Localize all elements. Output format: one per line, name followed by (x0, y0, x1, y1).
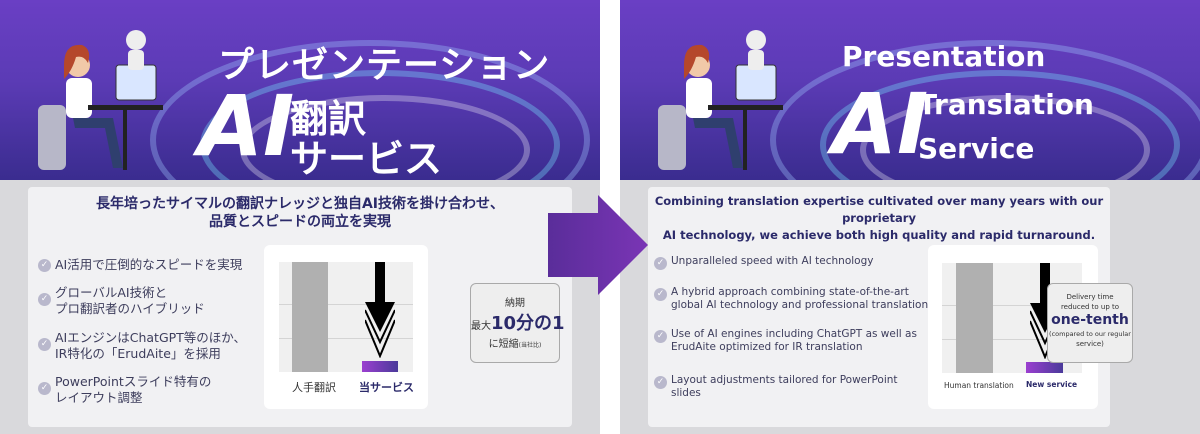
category-label: 当サービス (359, 381, 414, 394)
bullet-item: ✓ AIエンジンはChatGPT等のほか、IR特化の「ErudAite」を採用 (38, 330, 246, 362)
bullet-item: ✓ グローバルAI技術とプロ翻訳者のハイブリッド (38, 285, 205, 317)
bullet-text: レイアウト調整 (55, 390, 143, 405)
check-circle-icon: ✓ (654, 330, 667, 343)
heading: Combining translation expertise cultivat… (648, 193, 1110, 244)
bullet-item: ✓ Unparalleled speed with AI technology (654, 255, 873, 270)
bar-new-service (1026, 362, 1063, 373)
title-presentation: Presentation (842, 40, 1046, 73)
content-panel: Combining translation expertise cultivat… (648, 187, 1133, 427)
bullet-item: ✓ AI活用で圧倒的なスピードを実現 (38, 257, 242, 273)
title-translation: Translation (918, 88, 1094, 121)
illustration-person-robot (38, 30, 163, 170)
bullet-text: PowerPointスライド特有の (55, 374, 212, 389)
slide-english: AI Presentation Translation Service Comb… (620, 0, 1200, 434)
content-panel: 長年培ったサイマルの翻訳ナレッジと独自AI技術を掛け合わせ、 品質とスピードの両… (28, 187, 572, 427)
bullet-text: A hybrid approach combining state-of-the… (671, 286, 909, 298)
check-circle-icon: ✓ (38, 338, 51, 351)
bullet-text: AI活用で圧倒的なスピードを実現 (55, 257, 243, 272)
bullet-text: slides (671, 387, 701, 399)
category-label: 人手翻訳 (292, 381, 336, 394)
check-circle-icon: ✓ (38, 259, 51, 272)
down-arrow-icon (365, 262, 395, 358)
title-translation: 翻訳 (290, 97, 367, 141)
bar-human-translation (292, 262, 328, 372)
bullet-item: ✓ PowerPointスライド特有のレイアウト調整 (38, 374, 211, 406)
check-circle-icon: ✓ (654, 288, 667, 301)
callout-delivery: Delivery time reduced to up to one-tenth… (1047, 283, 1133, 363)
bullet-item: ✓ Use of AI engines including ChatGPT as … (654, 328, 917, 354)
heading: 長年培ったサイマルの翻訳ナレッジと独自AI技術を掛け合わせ、 品質とスピードの両… (28, 195, 572, 231)
illustration-person-robot (658, 30, 783, 170)
slide-header: プレゼンテーション AI 翻訳 サービス (0, 0, 600, 180)
bullet-text: global AI technology and professional tr… (671, 299, 929, 311)
title-presentation: プレゼンテーション (218, 45, 551, 86)
comparison-chart: Human translation New service (928, 245, 1098, 409)
check-circle-icon: ✓ (38, 382, 51, 395)
title-ai: AI (832, 75, 929, 173)
heading-line: Combining translation expertise cultivat… (654, 194, 1104, 225)
title-service: サービス (290, 137, 443, 180)
category-label: New service (1026, 380, 1078, 389)
title-ai: AI (198, 77, 295, 175)
bullet-text: Unparalleled speed with AI technology (671, 255, 874, 267)
comparison-chart: 人手翻訳 当サービス (264, 245, 428, 409)
check-circle-icon: ✓ (38, 293, 51, 306)
bullet-text: プロ翻訳者のハイブリッド (55, 301, 205, 316)
category-label: Human translation (944, 381, 1014, 390)
bullet-text: Layout adjustments tailored for PowerPoi… (671, 374, 898, 386)
callout-delivery: 納期 最大10分の1 に短縮(当社比) (470, 283, 565, 363)
slide-japanese: プレゼンテーション AI 翻訳 サービス 長年培ったサイマルの翻訳ナレッジと独自… (0, 0, 600, 434)
bullet-text: IR特化の「ErudAite」を採用 (55, 346, 221, 361)
bar-human-translation (956, 263, 993, 373)
bullet-text: AIエンジンはChatGPT等のほか、 (55, 330, 247, 345)
bullet-item: ✓ Layout adjustments tailored for PowerPo… (654, 374, 898, 400)
bullet-item: ✓ A hybrid approach combining state-of-th… (654, 286, 928, 312)
bar-new-service (362, 361, 398, 372)
heading-line: 長年培ったサイマルの翻訳ナレッジと独自AI技術を掛け合わせ、 (95, 196, 505, 212)
slide-header: AI Presentation Translation Service (620, 0, 1200, 180)
arrow-right-icon (548, 195, 648, 295)
title-service: Service (918, 132, 1035, 165)
bullet-text: Use of AI engines including ChatGPT as w… (671, 328, 917, 340)
check-circle-icon: ✓ (654, 257, 667, 270)
bullet-text: グローバルAI技術と (55, 285, 168, 300)
check-circle-icon: ✓ (654, 376, 667, 389)
heading-line: 品質とスピードの両立を実現 (209, 214, 391, 230)
bullet-text: ErudAite optimized for IR translation (671, 341, 863, 353)
heading-line: AI technology, we achieve both high qual… (662, 228, 1096, 242)
